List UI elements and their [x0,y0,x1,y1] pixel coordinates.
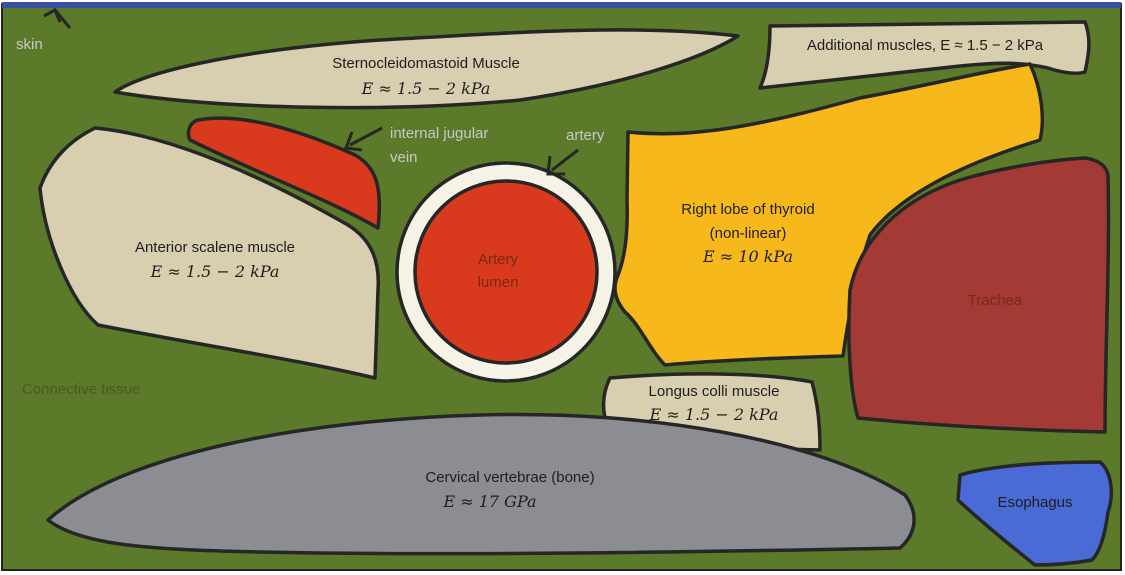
sternocleidomastoid-modulus: E ≈ 1.5 − 2 kPa [361,79,491,98]
trachea-label: Trachea [968,292,1023,309]
skin-label: skin [16,36,43,53]
artery-lumen [415,181,597,363]
esophagus-label: Esophagus [997,494,1072,511]
longus-colli-label: Longus colli muscle [649,383,780,400]
thyroid-label-1: Right lobe of thyroid [681,201,814,218]
connective-tissue-label: Connective tissue [22,381,140,398]
longus-colli-modulus: E ≈ 1.5 − 2 kPa [649,405,779,424]
cervical-vertebrae-label: Cervical vertebrae (bone) [425,469,594,486]
anterior-scalene-label: Anterior scalene muscle [135,239,295,256]
thyroid-label-2: (non-linear) [710,225,787,242]
cervical-vertebrae-modulus: E ≈ 17 GPa [442,492,536,511]
internal-jugular-vein-label-2: vein [390,149,418,166]
additional-muscles-label: Additional muscles, E ≈ 1.5 − 2 kPa [807,37,1044,54]
sternocleidomastoid-label: Sternocleidomastoid Muscle [332,55,520,72]
artery-lumen-label-1: Artery [478,251,519,268]
artery-lumen-label-2: lumen [478,274,519,291]
internal-jugular-vein-label-1: internal jugular [390,125,488,142]
artery-label: artery [566,127,605,144]
skin-band [2,2,1121,8]
anterior-scalene-modulus: E ≈ 1.5 − 2 kPa [150,262,280,281]
thyroid-modulus: E ≈ 10 kPa [702,247,793,266]
